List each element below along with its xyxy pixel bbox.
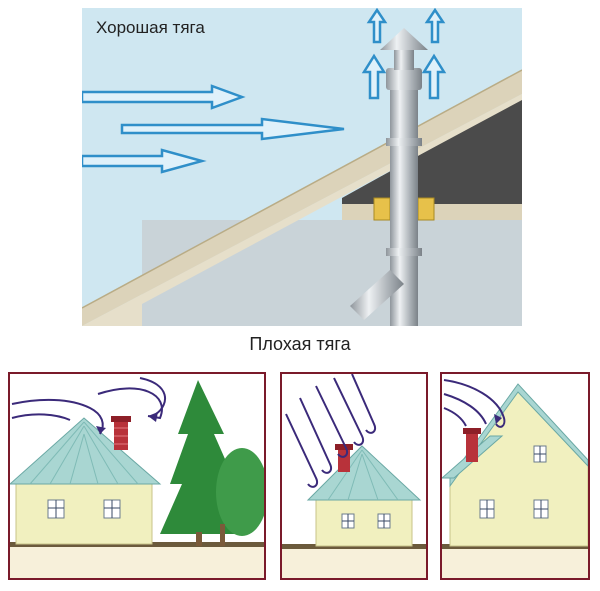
draft-arrow-left — [361, 53, 387, 100]
pipe-collar-low — [386, 248, 422, 256]
pipe-collar-top — [386, 68, 422, 90]
house-roof — [10, 417, 162, 485]
draft-arrow-right — [421, 53, 447, 100]
higher-roof-scene — [442, 379, 588, 578]
precipitation-scene — [282, 374, 426, 578]
chimney-brick — [114, 420, 128, 450]
bad-draft-title: Плохая тяга — [249, 334, 351, 354]
ground — [282, 546, 426, 578]
tall-roof-edge — [449, 383, 588, 488]
scenario-card-higher-roof — [440, 372, 590, 580]
interior-ceiling — [142, 220, 522, 326]
attic-space — [342, 98, 522, 208]
chimney-top — [335, 444, 353, 450]
windows — [479, 445, 549, 519]
house-wall — [315, 497, 413, 547]
house-roof — [306, 445, 422, 501]
draft-arrow-top-right — [424, 8, 446, 44]
pipe-branch — [350, 270, 404, 320]
tall-gable-wall — [449, 387, 588, 547]
round-tree — [216, 448, 264, 536]
good-draft-illustration — [82, 8, 522, 326]
pipe-collar-mid — [386, 138, 422, 146]
chimney-top — [111, 416, 131, 422]
wind-arrow-1 — [82, 84, 246, 110]
right-bracket — [417, 197, 435, 221]
ground — [442, 546, 588, 578]
roof-edge-line — [82, 69, 522, 309]
house-wall — [15, 481, 153, 545]
pine-trunk — [196, 532, 202, 546]
wind-arrow-3 — [82, 148, 207, 174]
scenario-card-precipitation — [280, 372, 428, 580]
airflow-arrows — [11, 377, 166, 435]
scenario-card-trees — [8, 372, 266, 580]
draft-arrows — [361, 8, 447, 100]
chimney-brick — [466, 432, 478, 462]
cap-stem — [394, 48, 414, 70]
downdraft-arrows — [285, 374, 376, 488]
windows — [341, 513, 391, 529]
cap-cone — [380, 28, 428, 50]
round-tree-trunk — [220, 524, 225, 546]
ground — [10, 544, 264, 578]
windows — [47, 499, 121, 519]
left-bracket — [373, 197, 391, 221]
airflow-arrows — [443, 379, 506, 428]
wind-arrows — [82, 84, 345, 174]
chimney-top — [463, 428, 481, 434]
good-draft-title: Хорошая тяга — [96, 18, 205, 37]
trees-scene — [10, 377, 264, 578]
wind-arrow-2 — [120, 117, 345, 141]
draft-arrow-top-left — [366, 8, 388, 44]
